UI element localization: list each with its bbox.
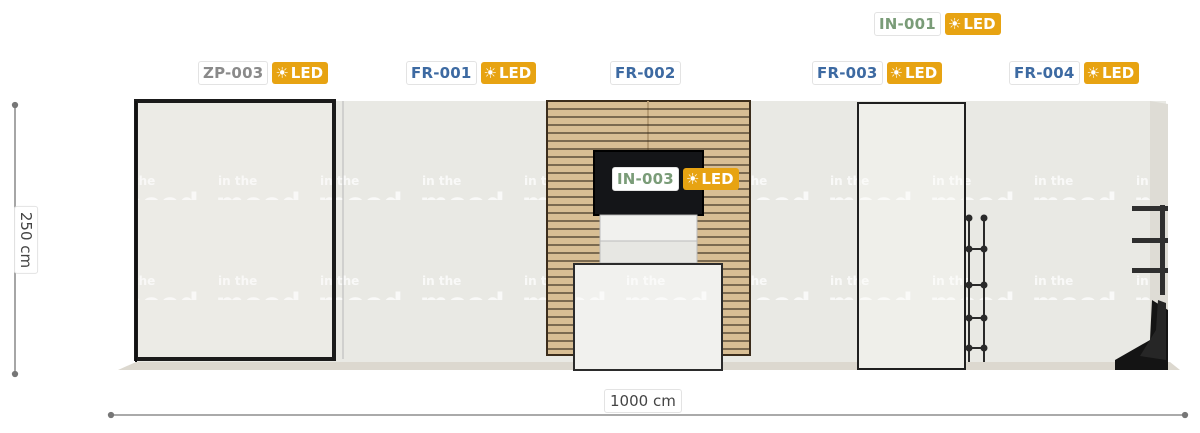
label-fr003-code: FR-003	[812, 61, 883, 85]
label-in001: IN-001 ☀LED	[874, 12, 1001, 36]
label-in001-code: IN-001	[874, 12, 941, 36]
label-fr004-code: FR-004	[1009, 61, 1080, 85]
label-fr002-code: FR-002	[610, 61, 681, 85]
label-fr004: FR-004 ☀LED	[1009, 61, 1140, 85]
led-badge: ☀LED	[480, 62, 537, 84]
led-badge: ☀LED	[886, 62, 943, 84]
width-dimension	[107, 411, 1189, 419]
led-badge: ☀LED	[682, 168, 739, 190]
label-fr001: FR-001 ☀LED	[406, 61, 537, 85]
label-zp003: ZP-003 ☀LED	[198, 61, 329, 85]
in003-box-upper	[599, 214, 698, 242]
label-fr002: FR-002	[610, 61, 681, 85]
height-dimension-label: 250 cm	[14, 205, 39, 275]
label-zp003-code: ZP-003	[198, 61, 269, 85]
sun-icon: ☀	[947, 15, 962, 33]
in003-box-lower	[599, 240, 698, 264]
sun-icon: ☀	[685, 170, 700, 188]
sun-icon: ☀	[1086, 64, 1100, 82]
right-wall-shelves	[1132, 205, 1168, 295]
label-fr001-code: FR-001	[406, 61, 477, 85]
label-fr003: FR-003 ☀LED	[812, 61, 943, 85]
sun-icon: ☀	[483, 64, 497, 82]
label-in003-code: IN-003	[612, 167, 679, 191]
sun-icon: ☀	[275, 64, 289, 82]
label-in003: IN-003 ☀LED	[612, 167, 739, 191]
led-badge: ☀LED	[944, 13, 1001, 35]
pipe-rack	[965, 214, 988, 362]
sun-icon: ☀	[889, 64, 903, 82]
width-dimension-label: 1000 cm	[604, 389, 682, 413]
led-badge: ☀LED	[272, 62, 329, 84]
led-badge: ☀LED	[1083, 62, 1140, 84]
